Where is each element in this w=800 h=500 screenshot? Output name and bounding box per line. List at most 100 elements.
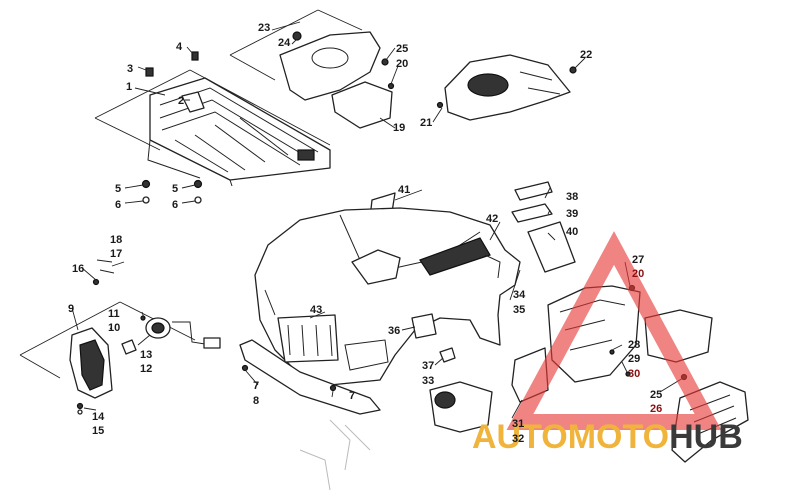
callout-30: 30: [628, 368, 640, 380]
callout-24: 24: [278, 37, 291, 49]
console-cover-group: [436, 54, 577, 121]
front-bumper: [239, 339, 381, 415]
screw-7b: [329, 384, 337, 392]
callout-2: 2: [178, 95, 184, 107]
screw-11: [140, 315, 146, 321]
callout-18: 18: [110, 234, 122, 246]
callout-42: 42: [486, 213, 498, 225]
callout-36: 36: [388, 325, 400, 337]
watermark-text-moto: MOTO: [568, 418, 669, 456]
callout-12: 12: [140, 363, 152, 375]
callout-20b: 20: [632, 268, 644, 280]
callout-8: 8: [253, 395, 259, 407]
screw-14: [76, 402, 84, 410]
callout-41: 41: [398, 184, 410, 196]
rack-assembly-plane: [94, 69, 331, 151]
callout-20a: 20: [396, 58, 408, 70]
screw-21-mount: [436, 101, 444, 109]
decals: [369, 181, 576, 273]
console-cover-recess: [467, 73, 509, 97]
bumper-bar-8: [239, 339, 381, 415]
callout-34: 34: [513, 289, 526, 301]
callout-33: 33: [422, 375, 434, 387]
clip-37: [439, 347, 456, 363]
callout-5a: 5: [115, 183, 121, 195]
callout-19: 19: [393, 122, 405, 134]
fender-logo-panel-42: [419, 237, 491, 276]
callout-4: 4: [176, 41, 183, 53]
decal-38: [514, 181, 553, 201]
screw-22: [569, 66, 577, 74]
hardware-3-4: [141, 51, 203, 204]
callout-7b: 7: [349, 390, 355, 402]
watermark-text-auto: AUTO: [472, 418, 568, 456]
washer-5a: [141, 179, 151, 189]
screw-25: [381, 58, 389, 66]
rack-legs: [147, 139, 233, 187]
pod-assembly-plane: [229, 9, 363, 81]
callout-40: 40: [566, 226, 578, 238]
bracket-36: [411, 313, 437, 339]
callout-6b: 6: [172, 199, 178, 211]
callout-25b: 25: [650, 389, 662, 401]
front-fender-body: [254, 207, 521, 386]
callout-27: 27: [632, 254, 644, 266]
center-brackets: [411, 313, 493, 433]
hood-vent: [351, 249, 401, 285]
callout-25a: 25: [396, 43, 408, 55]
nut-6b: [194, 196, 202, 204]
callout-23: 23: [258, 22, 270, 34]
callout-32: 32: [512, 433, 524, 445]
callout-5b: 5: [172, 183, 178, 195]
decal-40: [527, 221, 576, 273]
callout-7a: 7: [253, 380, 259, 392]
callout-39: 39: [566, 208, 578, 220]
right-side-panels: [511, 284, 749, 463]
vehicle-frame-outline: [299, 419, 371, 491]
screw-29: [609, 349, 615, 355]
callout-11: 11: [108, 308, 120, 320]
rack-bracket: [181, 91, 205, 113]
callout-22: 22: [580, 49, 592, 61]
callout-14: 14: [92, 411, 105, 423]
adjust-screws-17-18: [96, 259, 115, 274]
headlight-assembly: [19, 259, 221, 415]
callout-15: 15: [92, 425, 104, 437]
callout-17: 17: [110, 248, 122, 260]
rack-bracket-2: [181, 91, 205, 113]
cover-33-hole: [434, 391, 456, 409]
headlight-pod: [279, 31, 381, 101]
washer-15: [77, 409, 83, 415]
callout-26: 26: [650, 403, 662, 415]
rack-reflector: [297, 149, 315, 161]
screw-7a: [241, 364, 249, 372]
nut-20: [387, 82, 395, 90]
bulb-socket-center: [151, 322, 165, 334]
callout-28: 28: [628, 339, 640, 351]
bulb-13: [121, 339, 137, 355]
fender-grille-43: [277, 314, 339, 363]
callout-6a: 6: [115, 199, 121, 211]
callout-10: 10: [108, 322, 120, 334]
washer-5b: [193, 179, 203, 189]
callout-labels: 1 2 3 4 5 5 6 6 7 7 8 9 10 11 12 13 14 1…: [68, 22, 662, 445]
watermark-text-hub: HUB: [669, 418, 743, 456]
bolt-3: [145, 67, 154, 77]
screw-30: [625, 371, 631, 377]
callout-3: 3: [127, 63, 133, 75]
callout-16: 16: [72, 263, 84, 275]
headlight-lens: [79, 339, 105, 391]
callout-38: 38: [566, 191, 578, 203]
bolt-4: [191, 51, 199, 61]
callout-37: 37: [422, 360, 434, 372]
fender-side-mount: [484, 254, 501, 279]
watermark: AUTOMOTOHUB: [472, 231, 743, 456]
callout-31: 31: [512, 418, 524, 430]
callout-29: 29: [628, 353, 640, 365]
harness-connector: [203, 337, 221, 349]
leader-lines: [71, 21, 684, 419]
callout-13: 13: [140, 349, 152, 361]
decal-39: [511, 203, 553, 223]
